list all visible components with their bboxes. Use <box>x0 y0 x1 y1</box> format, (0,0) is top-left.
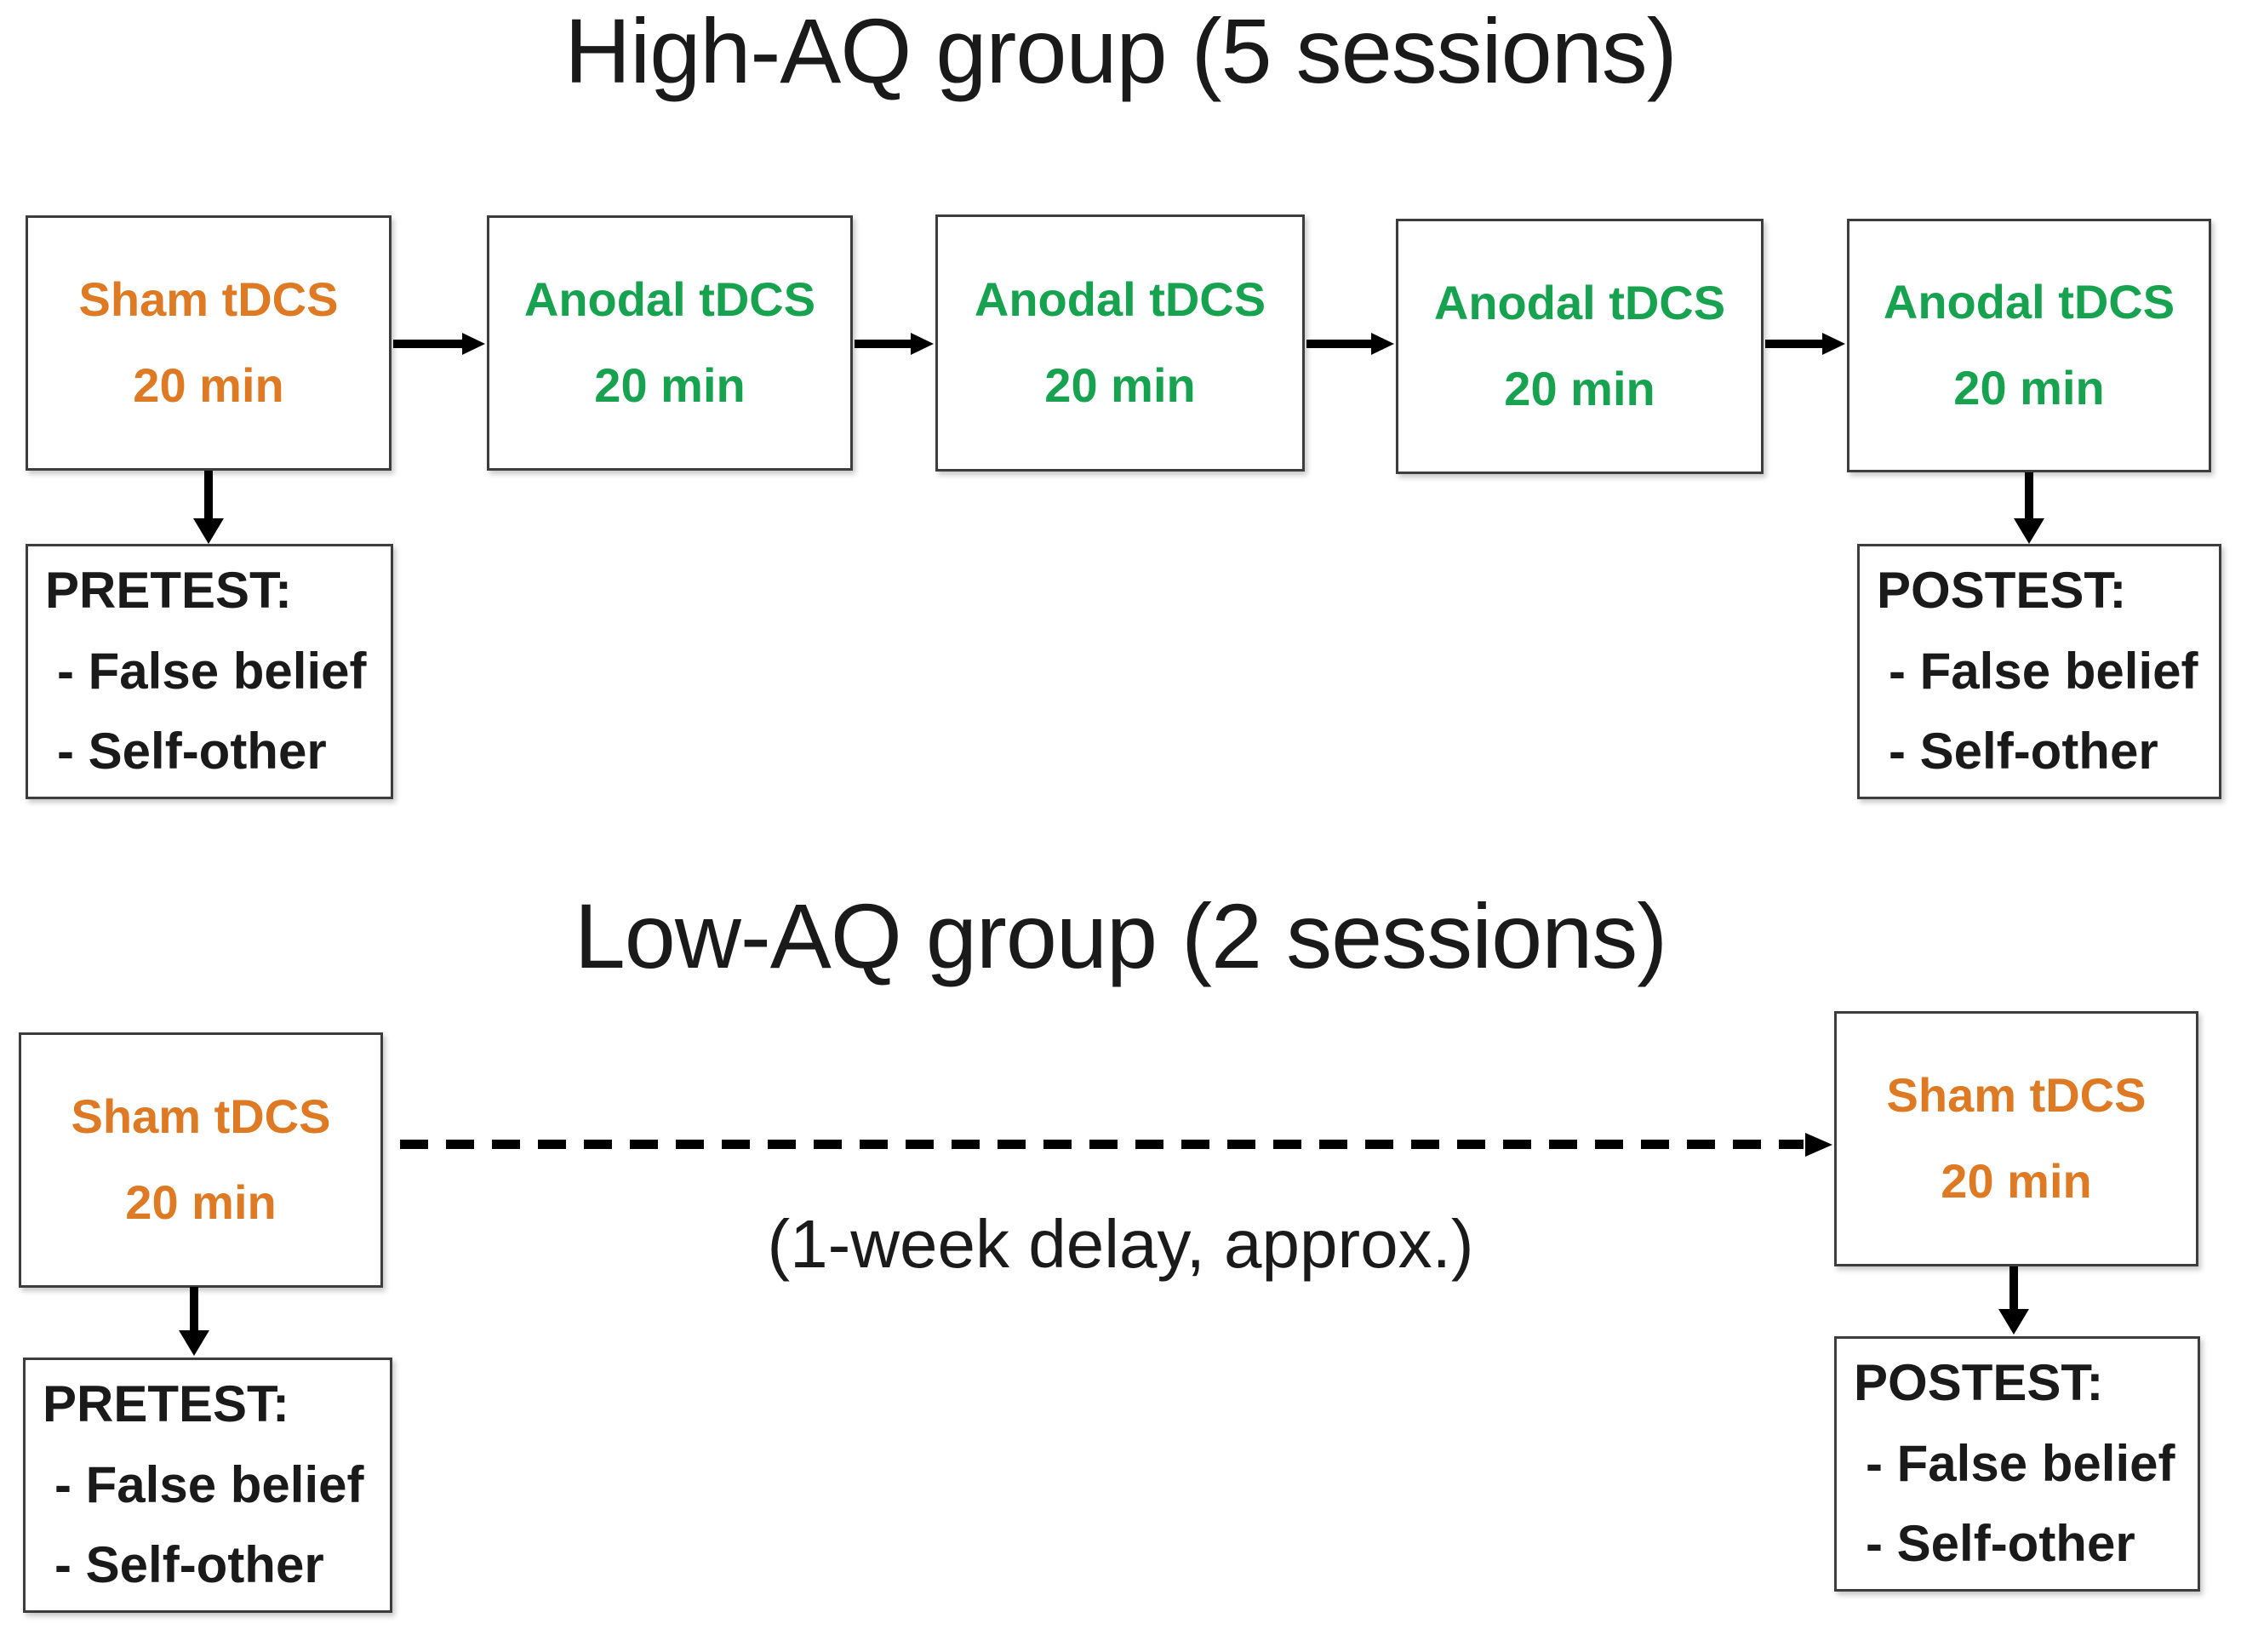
pretest-item-false-belief: - False belief <box>57 642 367 700</box>
postest-item-self-other: - Self-other <box>1866 1515 2135 1573</box>
session-label: Sham tDCS <box>1886 1068 2147 1123</box>
high-session-2-anodal-box: Anodal tDCS 20 min <box>487 215 853 471</box>
session-duration: 20 min <box>1941 1154 2092 1208</box>
high-session-4-anodal-box: Anodal tDCS 20 min <box>1396 219 1764 474</box>
pretest-item-self-other: - Self-other <box>57 723 327 780</box>
low-aq-group-title: Low-AQ group (2 sessions) <box>574 884 1668 987</box>
arrow-down-icon <box>2014 472 2044 544</box>
postest-item-false-belief: - False belief <box>1866 1434 2175 1492</box>
arrow-right-icon <box>1765 333 1845 355</box>
pretest-item-false-belief: - False belief <box>54 1455 364 1513</box>
low-postest-box: POSTEST: - False belief - Self-other <box>1834 1336 2200 1592</box>
session-duration: 20 min <box>1953 361 2105 414</box>
session-label: Anodal tDCS <box>974 272 1266 327</box>
postest-item-self-other: - Self-other <box>1889 723 2158 780</box>
low-session-2-sham-box: Sham tDCS 20 min <box>1834 1011 2198 1266</box>
session-duration: 20 min <box>125 1175 277 1229</box>
pretest-heading: PRETEST: <box>45 561 293 619</box>
arrow-right-icon <box>855 333 934 355</box>
session-label: Anodal tDCS <box>1433 276 1726 330</box>
high-session-3-anodal-box: Anodal tDCS 20 min <box>935 214 1305 472</box>
high-pretest-box: PRETEST: - False belief - Self-other <box>26 544 393 799</box>
low-session-1-sham-box: Sham tDCS 20 min <box>19 1032 383 1288</box>
session-label: Anodal tDCS <box>1883 275 2175 329</box>
arrow-down-icon <box>1998 1266 2029 1335</box>
high-session-5-anodal-box: Anodal tDCS 20 min <box>1847 219 2211 472</box>
session-label: Anodal tDCS <box>523 272 816 327</box>
session-duration: 20 min <box>594 358 746 412</box>
low-pretest-box: PRETEST: - False belief - Self-other <box>23 1358 392 1613</box>
postest-item-false-belief: - False belief <box>1889 642 2198 700</box>
arrow-right-icon <box>1306 333 1394 355</box>
arrow-down-icon <box>179 1287 209 1356</box>
pretest-heading: PRETEST: <box>43 1375 290 1432</box>
arrow-right-icon <box>393 333 485 355</box>
postest-heading: POSTEST: <box>1877 561 2127 619</box>
pretest-item-self-other: - Self-other <box>54 1536 324 1594</box>
session-label: Sham tDCS <box>71 1089 331 1144</box>
dashed-arrow-right-icon <box>400 1133 1832 1157</box>
session-duration: 20 min <box>133 358 284 412</box>
high-postest-box: POSTEST: - False belief - Self-other <box>1857 544 2221 799</box>
session-duration: 20 min <box>1504 362 1655 415</box>
high-aq-group-title: High-AQ group (5 sessions) <box>564 0 1678 102</box>
delay-note: (1-week delay, approx.) <box>767 1206 1474 1282</box>
arrow-down-icon <box>193 471 224 544</box>
session-label: Sham tDCS <box>78 272 339 327</box>
high-session-1-sham-box: Sham tDCS 20 min <box>26 215 392 471</box>
postest-heading: POSTEST: <box>1854 1353 2104 1411</box>
session-duration: 20 min <box>1044 358 1196 412</box>
